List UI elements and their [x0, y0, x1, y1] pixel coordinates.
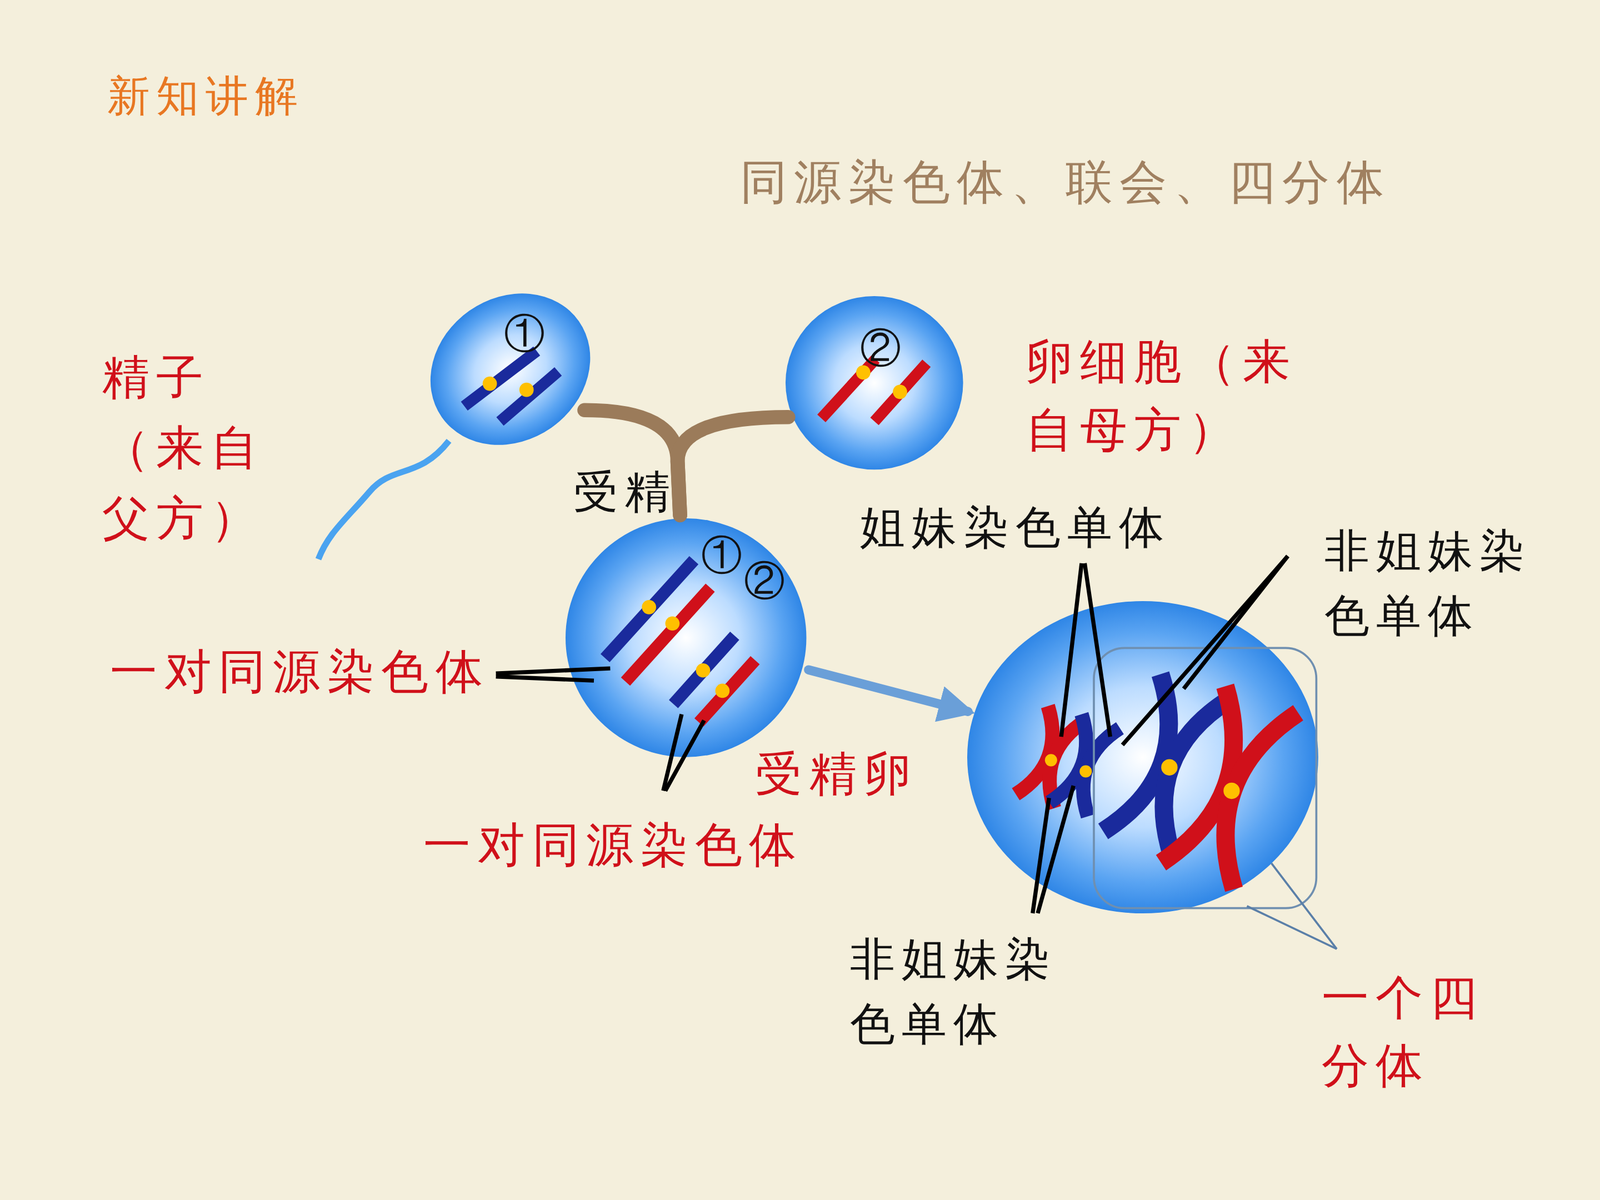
part-label: 一对同源染色体 — [110, 642, 490, 702]
fertilization-connector — [677, 417, 789, 516]
part-label: 非姐妹染色单体 — [1324, 518, 1536, 649]
part-label: 非姐妹染色单体 — [850, 926, 1062, 1057]
callout-number: ① — [503, 308, 552, 360]
sperm-cell: ①精子（来自父方） — [426, 297, 594, 441]
cell-body — [785, 296, 964, 470]
section-tag: 新知讲解 — [107, 69, 304, 123]
tetrad-label: 一个四分体 — [1321, 964, 1489, 1101]
zygote-cell: ①②受精卵 — [565, 518, 807, 758]
cell-outline — [565, 518, 807, 758]
cell-heading: 受精卵 — [755, 745, 918, 804]
cell-body — [400, 262, 620, 476]
process-label: 受精 — [573, 464, 677, 521]
egg-cell: ②卵细胞（来自母方） — [785, 296, 964, 470]
sperm-tail — [318, 440, 449, 559]
meiotic-cell: 一个四分体 — [967, 601, 1319, 914]
slide-title: 同源染色体、联会、四分体 — [740, 153, 1392, 213]
cell-heading: 精子（来自父方） — [102, 342, 269, 554]
tetrad-callout — [1246, 863, 1337, 949]
cell-body — [967, 601, 1319, 914]
cell-outline — [785, 296, 964, 470]
callout-number: ① — [701, 530, 749, 582]
callout-number: ② — [743, 556, 792, 608]
part-label: 姐妹染色单体 — [860, 500, 1171, 557]
cell-outline — [967, 601, 1319, 914]
process-arrow — [808, 670, 968, 712]
part-label: 一对同源染色体 — [423, 816, 804, 875]
callout-number: ② — [860, 323, 908, 375]
cell-body — [565, 518, 807, 758]
cell-heading: 卵细胞（来自母方） — [1025, 328, 1303, 465]
